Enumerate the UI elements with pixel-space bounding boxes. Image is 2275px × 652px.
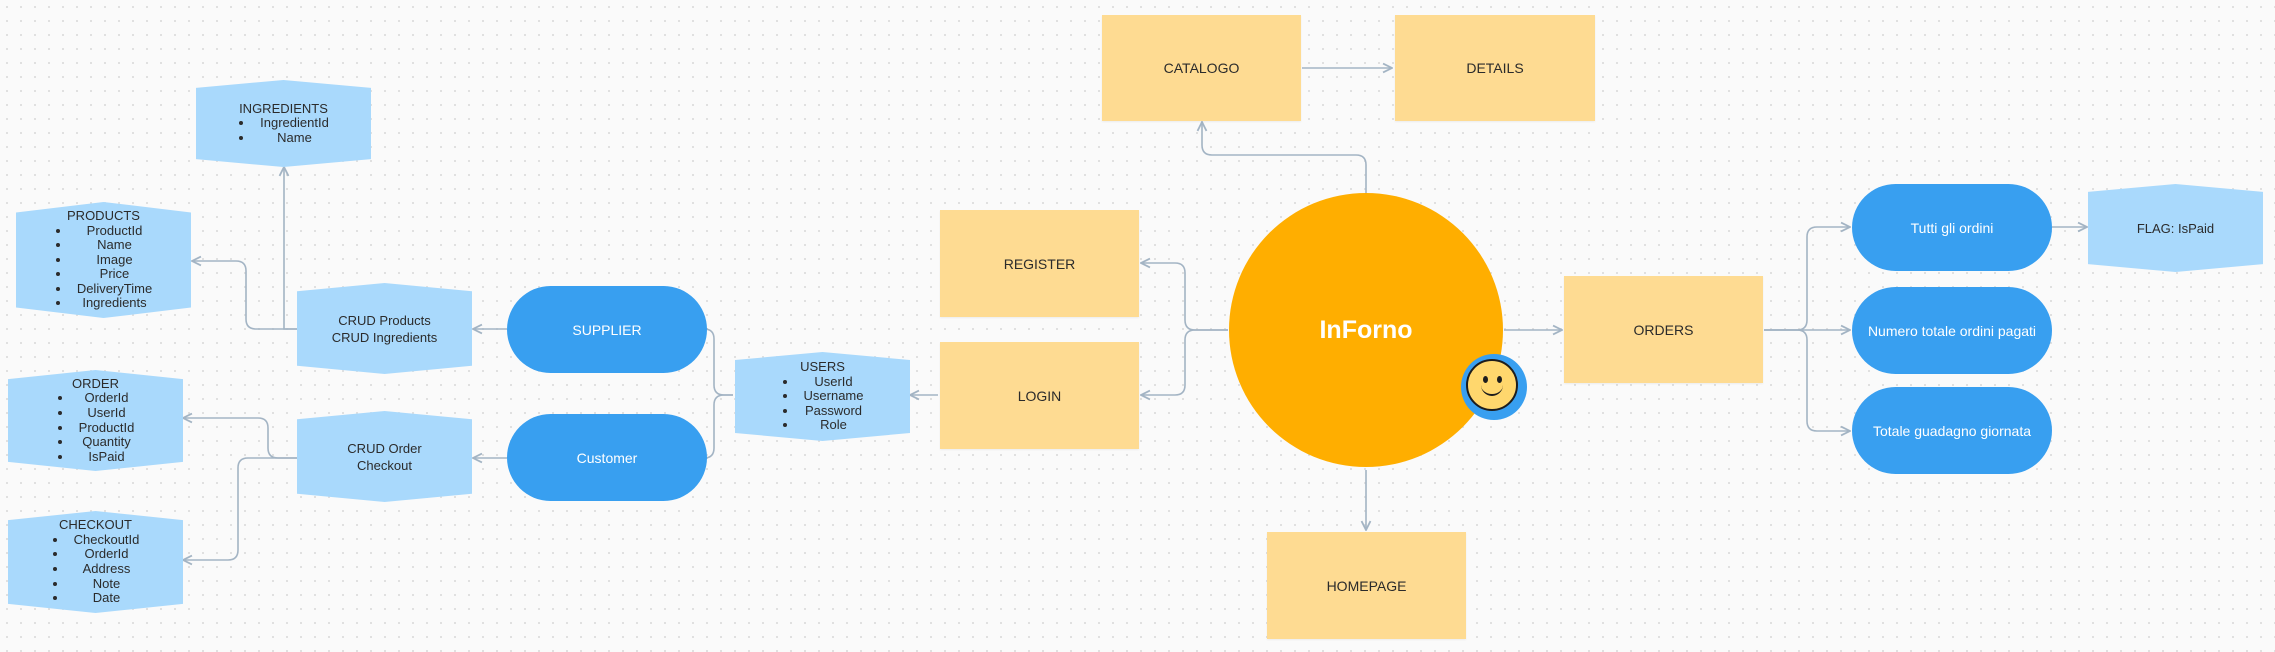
details-label: DETAILS bbox=[1466, 60, 1524, 76]
crud-ingredients-line: CRUD Ingredients bbox=[331, 329, 438, 345]
users-field-list: UserId Username Password Role bbox=[776, 374, 870, 433]
register-label: REGISTER bbox=[1003, 255, 1076, 272]
edge-crudorder-order bbox=[183, 418, 297, 459]
orders-note[interactable]: ORDERS bbox=[1564, 276, 1763, 383]
homepage-label: HOMEPAGE bbox=[1326, 577, 1407, 594]
products-field: Ingredients bbox=[71, 296, 158, 311]
left-eye bbox=[1483, 376, 1488, 383]
order-title: ORDER bbox=[72, 375, 119, 391]
products-field: DeliveryTime bbox=[71, 281, 158, 297]
edge-center-register bbox=[1141, 263, 1228, 331]
checkout-field: CheckoutId bbox=[68, 532, 146, 548]
order-entity-node[interactable]: ORDER OrderId UserId ProductId Quantity … bbox=[8, 370, 183, 471]
edge-crudproducts-ingredients bbox=[284, 167, 297, 330]
order-field: OrderId bbox=[73, 391, 141, 406]
catalogo-label: CATALOGO bbox=[1163, 60, 1240, 76]
users-title: USERS bbox=[800, 359, 845, 375]
tutti-gli-ordini-label: Tutti gli ordini bbox=[1910, 219, 1994, 236]
details-note[interactable]: DETAILS bbox=[1395, 15, 1595, 121]
edge-users-customer bbox=[704, 394, 733, 458]
checkout-title: CHECKOUT bbox=[59, 517, 132, 533]
login-note[interactable]: LOGIN bbox=[940, 342, 1139, 449]
order-field: Quantity bbox=[73, 434, 141, 450]
login-label: LOGIN bbox=[1017, 387, 1062, 404]
ingredients-field: IngredientId bbox=[254, 116, 335, 131]
supplier-label: SUPPLIER bbox=[572, 321, 642, 338]
users-entity-node[interactable]: USERS UserId Username Password Role bbox=[735, 352, 910, 441]
checkout-field: OrderId bbox=[68, 547, 146, 562]
users-field: Password bbox=[798, 403, 870, 419]
products-field: Image bbox=[71, 252, 158, 268]
edge-users-supplier bbox=[704, 329, 733, 396]
crud-order-node[interactable]: CRUD Order Checkout bbox=[297, 411, 472, 502]
edge-crudorder-checkout bbox=[183, 457, 297, 560]
edge-orders-tutti bbox=[1764, 227, 1850, 331]
order-field: ProductId bbox=[73, 420, 141, 436]
numero-ordini-pagati-label: Numero totale ordini pagati bbox=[1867, 322, 2037, 339]
customer-label: Customer bbox=[576, 449, 638, 466]
smiley-face bbox=[1466, 359, 1518, 411]
edge-center-login bbox=[1141, 329, 1228, 395]
flag-ispaid-label: FLAG: IsPaid bbox=[2136, 220, 2215, 236]
register-note[interactable]: REGISTER bbox=[940, 210, 1139, 317]
edge-orders-totale bbox=[1764, 329, 1850, 431]
checkout-field-list: CheckoutId OrderId Address Note Date bbox=[46, 532, 146, 606]
order-field: UserId bbox=[73, 405, 141, 421]
homepage-note[interactable]: HOMEPAGE bbox=[1267, 532, 1466, 639]
catalogo-note[interactable]: CATALOGO bbox=[1102, 15, 1301, 121]
products-title: PRODUCTS bbox=[67, 207, 140, 223]
totale-guadagno-label: Totale guadagno giornata bbox=[1872, 422, 2032, 439]
checkout-field: Date bbox=[68, 591, 146, 606]
ingredients-field-list: IngredientId Name bbox=[232, 116, 335, 145]
ingredients-title: INGREDIENTS bbox=[239, 100, 328, 116]
flag-ispaid-node[interactable]: FLAG: IsPaid bbox=[2088, 184, 2263, 272]
checkout-line: Checkout bbox=[357, 457, 412, 473]
users-field: UserId bbox=[798, 374, 870, 390]
smile-mouth bbox=[1481, 381, 1503, 396]
ingredients-entity-node[interactable]: INGREDIENTS IngredientId Name bbox=[196, 80, 371, 167]
products-field-list: ProductId Name Image Price DeliveryTime … bbox=[49, 223, 158, 312]
ingredients-field: Name bbox=[254, 130, 335, 146]
checkout-field: Address bbox=[68, 561, 146, 577]
users-field: Role bbox=[798, 418, 870, 433]
crud-products-node[interactable]: CRUD Products CRUD Ingredients bbox=[297, 283, 472, 374]
inforno-central-node[interactable]: InForno bbox=[1229, 193, 1503, 467]
totale-guadagno-node[interactable]: Totale guadagno giornata bbox=[1852, 387, 2052, 474]
crud-order-line: CRUD Order bbox=[347, 440, 422, 456]
checkout-field: Note bbox=[68, 576, 146, 592]
order-field-list: OrderId UserId ProductId Quantity IsPaid bbox=[51, 391, 141, 464]
smiley-face-icon bbox=[1461, 354, 1527, 420]
edge-crudproducts-products bbox=[192, 261, 297, 330]
customer-node[interactable]: Customer bbox=[507, 414, 707, 501]
inforno-title: InForno bbox=[1319, 315, 1413, 344]
checkout-entity-node[interactable]: CHECKOUT CheckoutId OrderId Address Note… bbox=[8, 511, 183, 613]
products-entity-node[interactable]: PRODUCTS ProductId Name Image Price Deli… bbox=[16, 202, 191, 318]
tutti-gli-ordini-node[interactable]: Tutti gli ordini bbox=[1852, 184, 2052, 271]
edge-center-catalogo bbox=[1202, 122, 1367, 193]
order-field: IsPaid bbox=[73, 449, 141, 465]
users-field: Username bbox=[798, 389, 870, 404]
orders-label: ORDERS bbox=[1633, 321, 1694, 338]
numero-ordini-pagati-node[interactable]: Numero totale ordini pagati bbox=[1852, 287, 2052, 374]
products-field: ProductId bbox=[71, 223, 158, 239]
supplier-node[interactable]: SUPPLIER bbox=[507, 286, 707, 373]
products-field: Name bbox=[71, 238, 158, 253]
crud-products-line: CRUD Products bbox=[338, 312, 431, 328]
right-eye bbox=[1497, 376, 1502, 383]
products-field: Price bbox=[71, 267, 158, 282]
